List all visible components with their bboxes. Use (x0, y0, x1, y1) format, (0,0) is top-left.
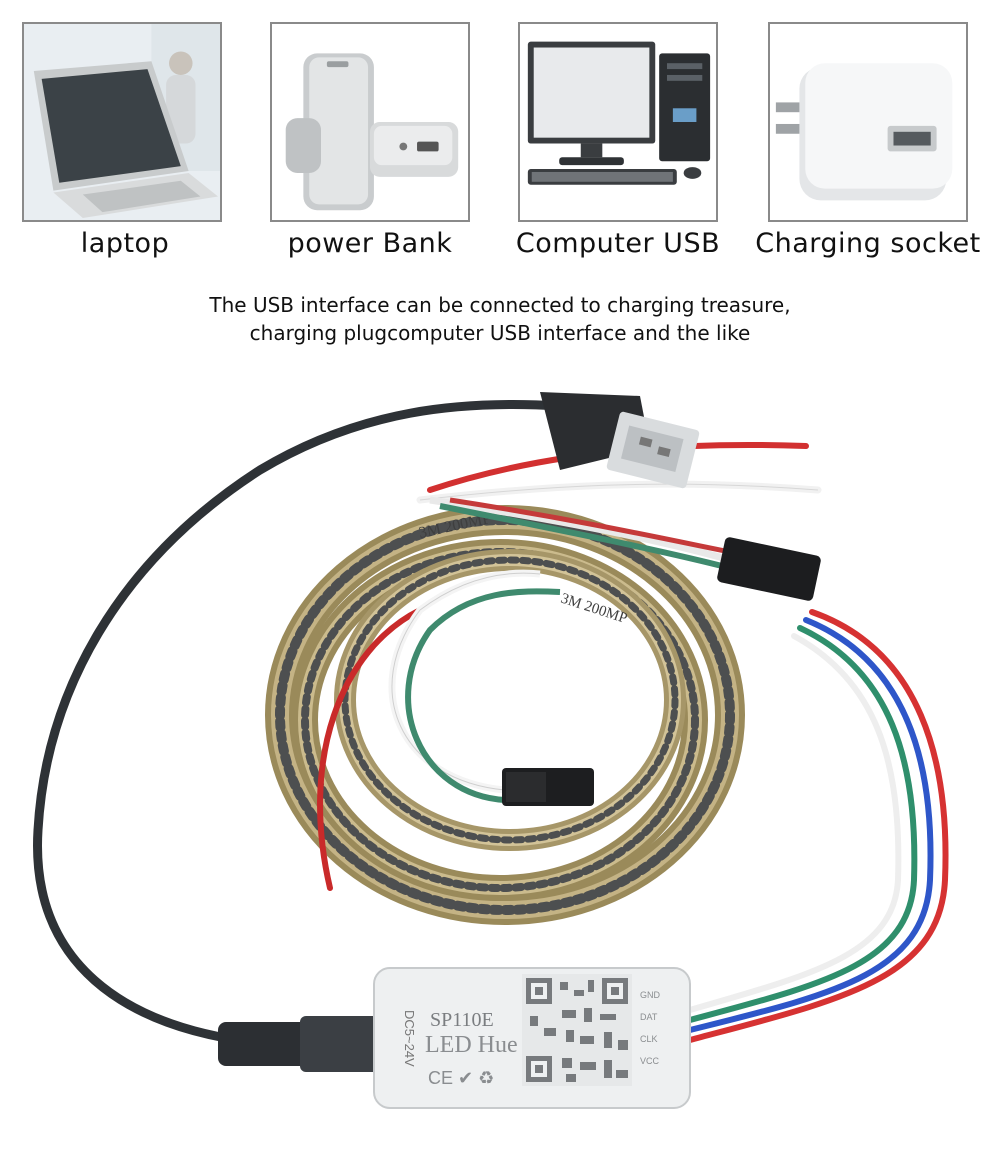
device-caption-laptop: laptop (80, 228, 170, 259)
sp110e-controller: DC5~24V SP110E LED Hue CE ✔ ♻ GND DAT CL… (373, 967, 691, 1109)
pin-label-clk: CLK (640, 1034, 658, 1044)
inner-red-wire (317, 607, 423, 891)
led-strip-coil (265, 505, 745, 925)
usb-a-plug (540, 392, 700, 489)
dc-power-cable (33, 399, 565, 1049)
computer-usb-tile (518, 22, 718, 222)
pin-label-vcc: VCC (640, 1056, 660, 1066)
device-caption-computer-usb: Computer USB (515, 228, 721, 259)
inner-green-wire (405, 588, 561, 803)
laptop-icon (24, 24, 220, 220)
controller-model-label: SP110E (430, 1009, 494, 1031)
pin-label-gnd: GND (640, 990, 661, 1000)
pin-label-dat: DAT (640, 1012, 658, 1022)
desktop-computer-icon (520, 24, 716, 220)
laptop-tile (22, 22, 222, 222)
strip-input-connector (717, 537, 821, 601)
rgb-wire-bundle (687, 609, 949, 1043)
usb-note-line-1: The USB interface can be connected to ch… (209, 293, 791, 317)
led-strip-kit-photo: 3M 200MP 3M 200MP DC5~24V SP110E LED Hue… (33, 392, 949, 1109)
device-caption-power-bank: power Bank (287, 228, 453, 259)
usb-wall-charger-icon (770, 24, 966, 220)
charging-socket-tile (768, 22, 968, 222)
controller-voltage-label: DC5~24V (402, 1010, 417, 1067)
controller-app-name: LED Hue (425, 1032, 518, 1058)
usb-note-line-2: charging plugcomputer USB interface and … (249, 321, 751, 345)
power-bank-tile (270, 22, 470, 222)
qr-code-icon (522, 974, 632, 1086)
device-caption-charging-socket: Charging socket (755, 228, 981, 259)
power-bank-icon (272, 24, 468, 220)
ce-mark-icon: CE ✔ ♻ (428, 1068, 494, 1088)
